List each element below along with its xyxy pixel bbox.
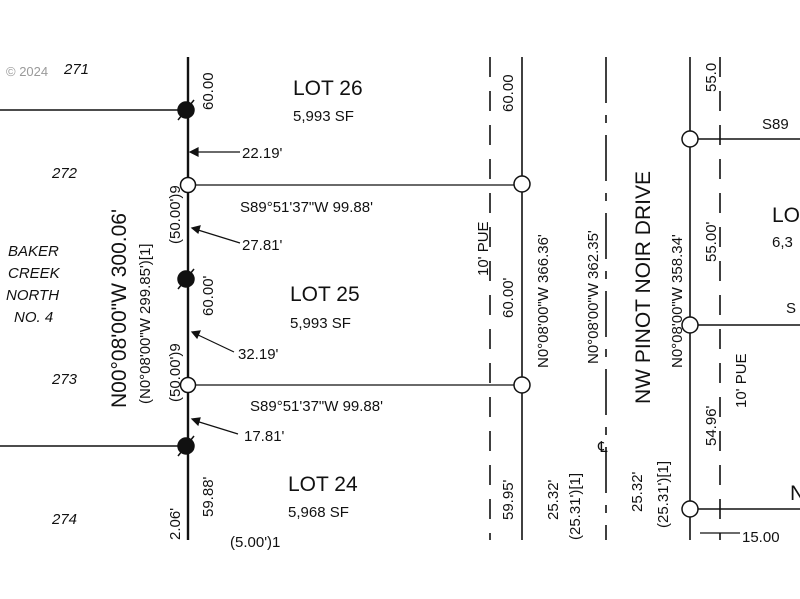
watermark: © 2024	[6, 64, 48, 79]
centerline-symbol: ℄	[597, 439, 608, 456]
west-line-record-bearing: (N0°08'00"W 299.85')[1]	[137, 244, 154, 404]
survey-monuments	[177, 99, 699, 518]
row-dim-east: 25.32'	[629, 471, 646, 512]
west-line-bearing: N00°08'00"W 300.06'	[108, 209, 131, 408]
pue-dim-mid: 60.00'	[500, 277, 517, 318]
monument-found-6	[681, 316, 699, 334]
dimension-arrows	[188, 147, 241, 435]
svg-text:CREEK: CREEK	[8, 265, 61, 282]
east-dim-top: 55.0	[703, 63, 720, 92]
lot-26-name: LOT 26	[293, 77, 363, 100]
adjacent-lot-272: 272	[51, 165, 78, 182]
lot-24-name: LOT 24	[288, 473, 358, 496]
street-name: NW PINOT NOIR DRIVE	[632, 171, 655, 404]
east-dim-15: 15.00	[742, 529, 780, 546]
bottom-partial-dim: (5.00')1	[230, 534, 280, 551]
boundary-lines	[0, 57, 800, 540]
monument-found-1	[179, 176, 197, 194]
pue-label-east: 10' PUE	[733, 353, 750, 408]
svg-text:NO. 4: NO. 4	[14, 309, 53, 326]
seg-50-a: (50.00')9	[167, 185, 184, 244]
pue-dim-top: 60.00	[500, 74, 517, 112]
row-dim-west-record: (25.31')[1]	[567, 473, 584, 540]
svg-text:BAKER: BAKER	[8, 243, 59, 260]
adjacent-lot-274: 274	[51, 511, 77, 528]
seg-60-top: 60.00	[200, 72, 217, 110]
dist-32-19: 32.19'	[238, 346, 279, 363]
lot-right-partial-name: LO	[772, 204, 800, 227]
bearing-east-row: N0°08'00"W 358.34'	[669, 234, 686, 368]
monument-found-5	[681, 130, 699, 148]
lot-25-area: 5,993 SF	[290, 315, 351, 332]
pue-label-west: 10' PUE	[475, 221, 492, 276]
monument-found-7	[681, 500, 699, 518]
row-dim-west: 25.32'	[545, 479, 562, 520]
lot-25-name: LOT 25	[290, 283, 360, 306]
right-partial-n: N	[790, 482, 800, 505]
dist-22-19: 22.19'	[242, 145, 283, 162]
bearing-right-partial-top: S89	[762, 116, 789, 133]
subdivision-label: BAKER CREEK NORTH NO. 4	[6, 243, 61, 326]
dist-27-81: 27.81'	[242, 237, 283, 254]
monument-found-3	[513, 175, 531, 193]
pue-dim-bottom: 59.95'	[500, 479, 517, 520]
east-dim-55: 55.00'	[703, 221, 720, 262]
bearing-centerline: N0°08'00"W 362.35'	[585, 230, 602, 364]
svg-text:NORTH: NORTH	[6, 287, 59, 304]
lot-26-area: 5,993 SF	[293, 108, 354, 125]
seg-60-mid: 60.00'	[200, 275, 217, 316]
adjacent-lot-273: 273	[51, 371, 78, 388]
lot-right-partial-area: 6,3	[772, 234, 793, 251]
bearing-right-partial-mid: S	[786, 300, 796, 317]
adjacent-lot-271: 271	[63, 61, 89, 78]
seg-50-b: (50.00')9	[167, 343, 184, 402]
bearing-lot-line-25-26: S89°51'37"W 99.88'	[240, 199, 373, 216]
east-dim-54-96: 54.96'	[703, 405, 720, 446]
bearing-lot-line-24-25: S89°51'37"W 99.88'	[250, 398, 383, 415]
bearing-pue-line: N0°08'00"W 366.36'	[535, 234, 552, 368]
dist-17-81: 17.81'	[244, 428, 285, 445]
seg-59-88: 59.88'	[200, 476, 217, 517]
monument-found-2	[179, 376, 197, 394]
row-dim-east-record: (25.31')[1]	[655, 461, 672, 528]
lot-24-area: 5,968 SF	[288, 504, 349, 521]
monument-found-4	[513, 376, 531, 394]
seg-2-06: 2.06'	[167, 508, 184, 540]
